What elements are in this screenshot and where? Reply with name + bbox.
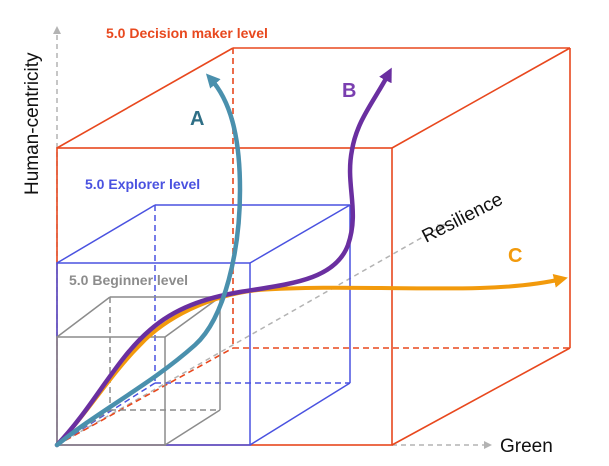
depth-axis-arrow bbox=[56, 224, 446, 446]
explorer-level-title: 5.0 Explorer level bbox=[85, 176, 200, 192]
path-c-curve bbox=[55, 273, 568, 447]
decision-maker-cube bbox=[56, 47, 571, 446]
vertical-axis-title: Human-centricity bbox=[22, 52, 43, 195]
path-b-curve bbox=[54, 67, 392, 448]
path-a-curve bbox=[54, 73, 243, 448]
depth-axis-title: Resilience bbox=[419, 189, 507, 248]
explorer-cube bbox=[56, 204, 351, 446]
paths bbox=[54, 67, 568, 448]
decision-maker-level-title: 5.0 Decision maker level bbox=[106, 25, 268, 41]
beginner-level-title: 5.0 Beginner level bbox=[69, 272, 188, 288]
path-a-label: A bbox=[190, 108, 204, 130]
horizontal-axis-title: Green bbox=[500, 436, 553, 457]
path-c-label: C bbox=[508, 245, 522, 267]
beginner-cube bbox=[56, 296, 221, 446]
path-b-label: B bbox=[342, 80, 356, 102]
